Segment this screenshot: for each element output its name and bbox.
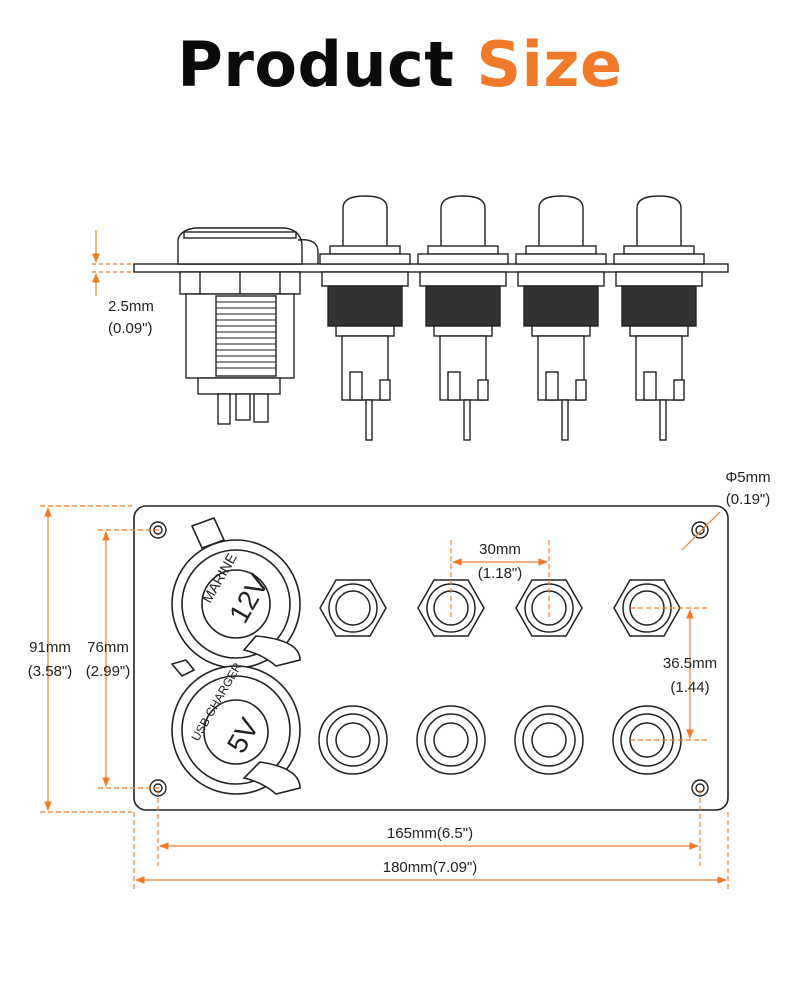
title-word-size: Size bbox=[476, 28, 623, 101]
side-switch-1 bbox=[319, 195, 411, 441]
thickness-inch-label: (0.09") bbox=[108, 320, 153, 337]
outer-height-mm: 91mm bbox=[29, 639, 71, 656]
thickness-mm-label: 2.5mm bbox=[108, 298, 154, 315]
side-socket bbox=[177, 227, 319, 425]
page-title: Product Size bbox=[0, 28, 800, 101]
side-switch-4 bbox=[613, 195, 705, 441]
row-spacing-mm: 36.5mm bbox=[663, 655, 717, 672]
switch-bottom-2 bbox=[416, 705, 486, 775]
side-panel-plate bbox=[133, 263, 729, 273]
side-view bbox=[133, 195, 729, 441]
row-spacing-dimension bbox=[630, 607, 710, 741]
hole-leader-line bbox=[681, 511, 721, 551]
switch-spacing-mm: 30mm bbox=[479, 541, 521, 558]
row-spacing-inch: (1.44) bbox=[670, 679, 709, 696]
title-word-product: Product bbox=[177, 28, 455, 101]
socket-12v: MARINE 12V bbox=[171, 516, 301, 669]
hole-width-label: 165mm(6.5") bbox=[387, 825, 473, 842]
hole-diameter-mm: Φ5mm bbox=[725, 469, 770, 486]
side-switch-3 bbox=[515, 195, 607, 441]
hole-height-inch: (2.99") bbox=[86, 663, 131, 680]
switch-top-1 bbox=[319, 579, 387, 637]
outer-height-dimension bbox=[40, 505, 132, 813]
hole-diameter-inch: (0.19") bbox=[726, 491, 771, 508]
switch-bottom-3 bbox=[514, 705, 584, 775]
outer-width-label: 180mm(7.09") bbox=[383, 859, 478, 876]
hole-height-mm: 76mm bbox=[87, 639, 129, 656]
switch-bottom-1 bbox=[318, 705, 388, 775]
switch-spacing-inch: (1.18") bbox=[478, 565, 523, 582]
hole-width-dimension bbox=[157, 790, 701, 866]
switch-spacing-dimension bbox=[450, 540, 550, 620]
outer-height-inch: (3.58") bbox=[28, 663, 73, 680]
socket-5v-usb: USB CHARGER 5V bbox=[170, 659, 301, 795]
outer-width-dimension bbox=[133, 812, 729, 890]
thickness-dimension bbox=[92, 230, 132, 296]
hole-height-dimension bbox=[98, 529, 160, 789]
front-view: MARINE 12V USB CHARGER 5V bbox=[133, 505, 729, 811]
side-switch-2 bbox=[417, 195, 509, 441]
